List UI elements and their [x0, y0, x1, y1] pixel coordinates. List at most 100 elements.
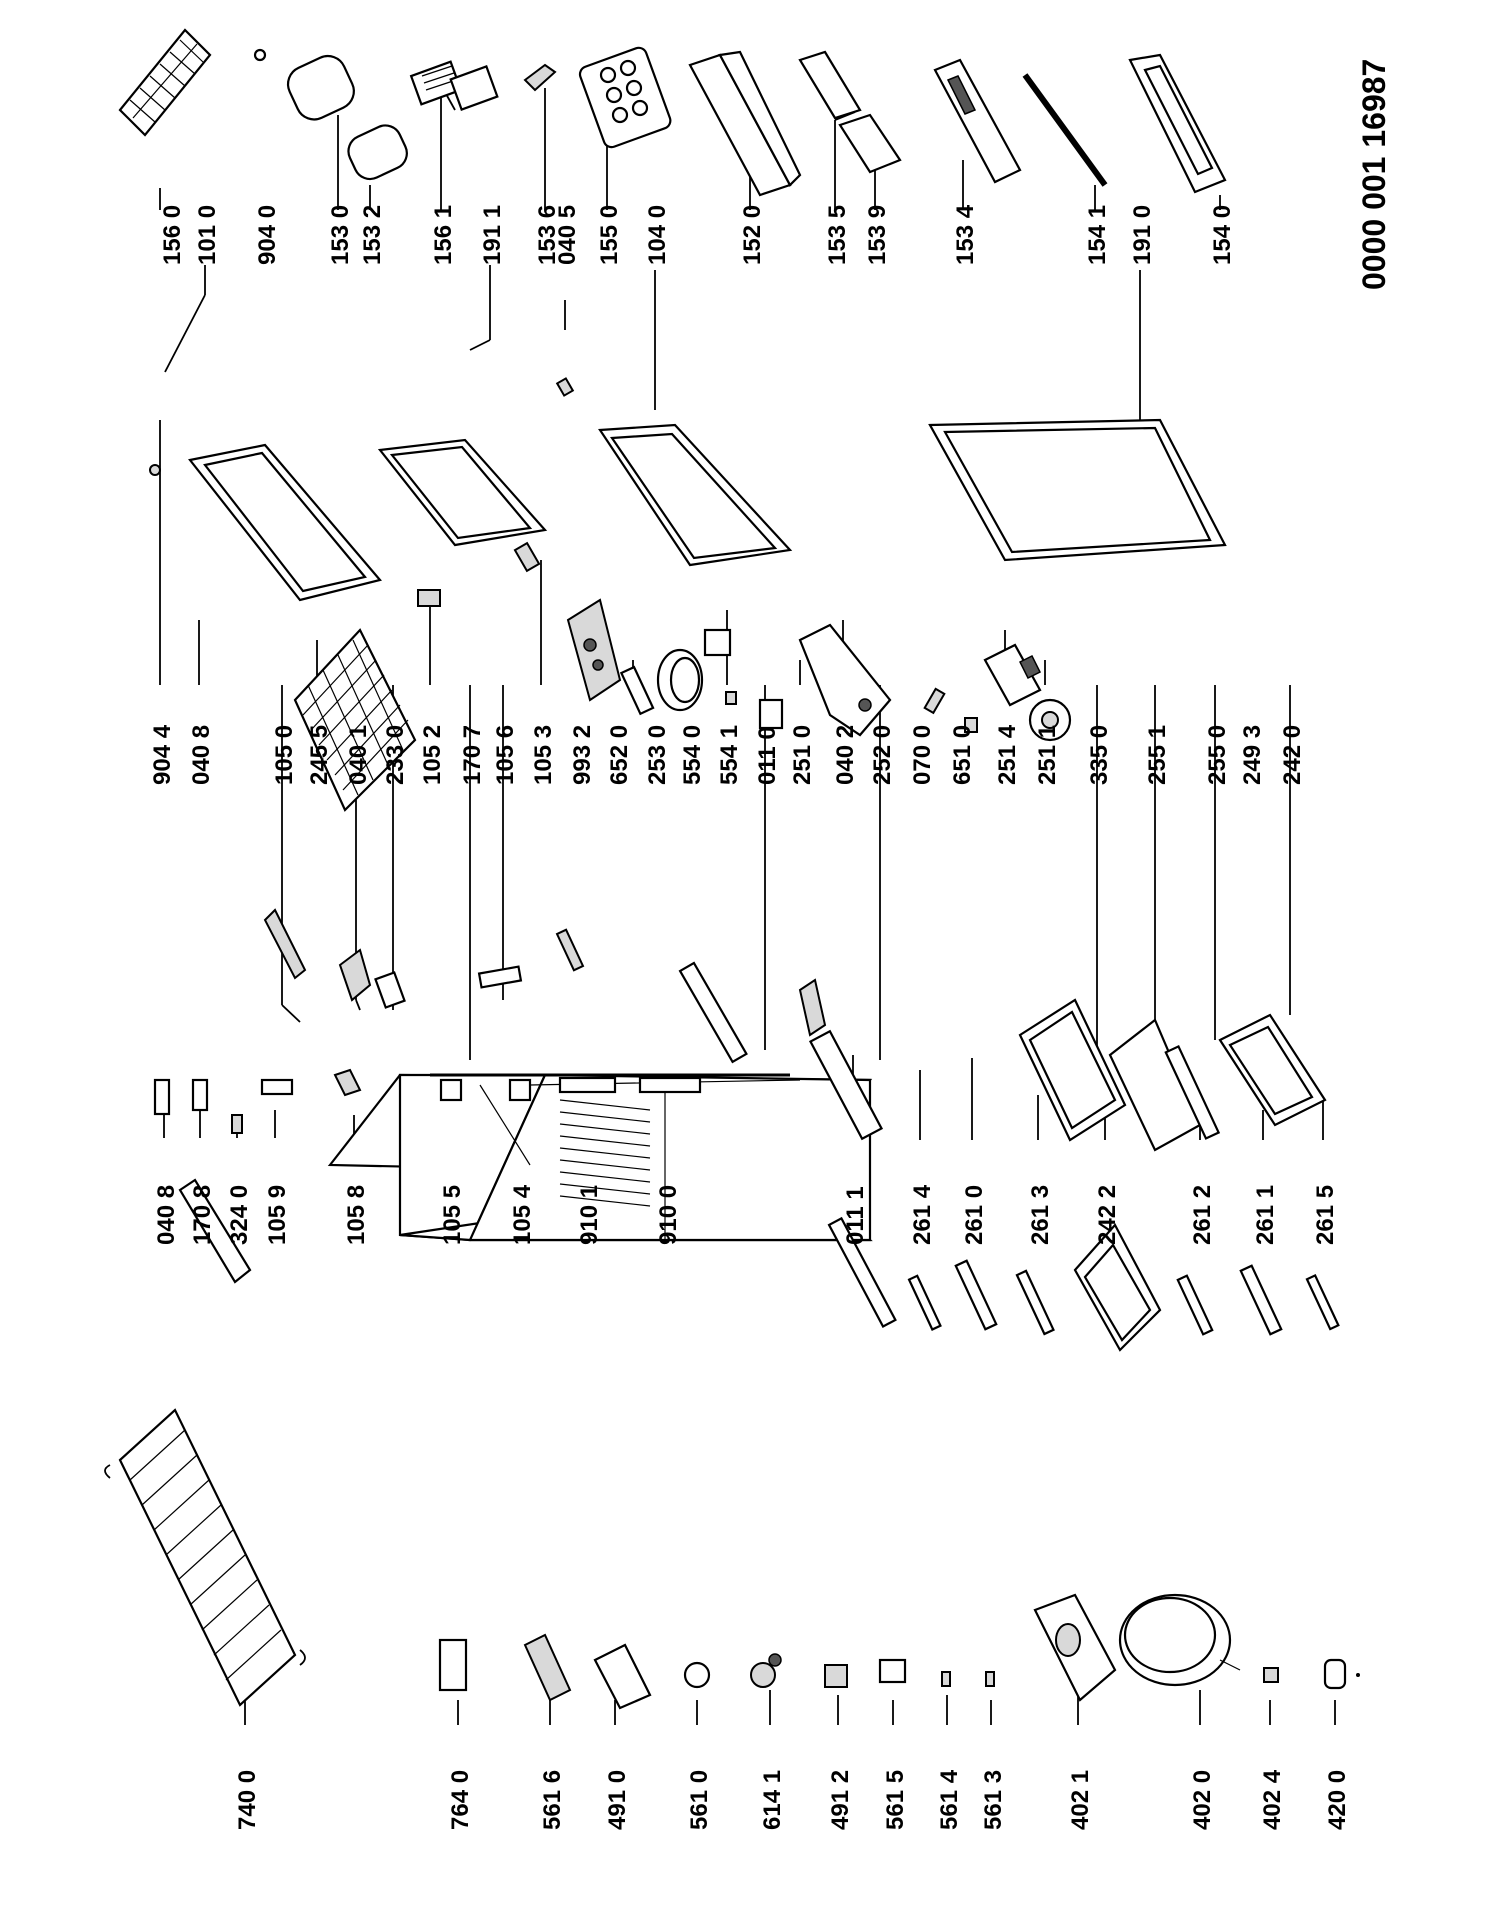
part-capacitor-5610: [683, 1661, 711, 1689]
part-hinge-1058: [333, 1068, 362, 1097]
part-strip-2493: [1164, 1044, 1221, 1140]
part-strip-9101: [558, 1076, 617, 1094]
part-tray-4021: [1033, 1593, 1117, 1702]
part-number-label: 261 2: [1189, 1185, 1216, 1245]
part-number-label: 040 2: [832, 725, 859, 785]
part-plug-9040: [253, 48, 267, 62]
part-thermostat-6520: [566, 598, 622, 702]
part-egg-tray-1550: [578, 46, 672, 149]
part-number-label: 245 5: [306, 725, 333, 785]
part-sensor-9932: [555, 928, 585, 972]
part-gasket-1911: [377, 438, 548, 547]
part-small-bins-1535-1539: [798, 50, 902, 174]
part-number-label: 152 0: [739, 205, 766, 265]
part-hinge-1050: [263, 908, 307, 980]
part-covers-1530-1532: [286, 54, 408, 181]
part-runner-2611: [1239, 1264, 1283, 1336]
part-pin-0405: [555, 377, 575, 397]
part-runner-2615: [1305, 1273, 1340, 1331]
part-shelf-2551: [1018, 998, 1127, 1142]
part-crisper-2420: [1218, 1013, 1327, 1127]
part-number-label: 904 4: [149, 724, 176, 785]
part-fan-grille-1561: [409, 60, 499, 111]
part-ice-tray-1560: [118, 28, 212, 137]
part-rail-0110: [678, 961, 748, 1064]
part-bracket-5541: [725, 691, 737, 705]
part-relay-2511: [983, 643, 1042, 707]
part-number-label: 156 0: [159, 205, 186, 265]
part-hinge-0401: [338, 948, 372, 1002]
part-number-label: 910 1: [576, 1185, 603, 1245]
part-number-label: 261 1: [1252, 1185, 1279, 1245]
part-rail-0700: [808, 1029, 884, 1141]
part-hinge-cover-0408: [153, 1078, 171, 1116]
part-number-label: 105 0: [271, 725, 298, 785]
part-cover-4910: [593, 1643, 652, 1710]
part-compressor-4020: [1118, 1593, 1241, 1687]
part-number-label: 561 0: [686, 1770, 713, 1830]
part-number-label: 191 1: [479, 205, 506, 265]
part-number-label: 324 0: [226, 1185, 253, 1245]
part-number-label: 155 0: [596, 205, 623, 265]
part-number-label: 561 5: [882, 1770, 909, 1830]
part-number-label: 253 0: [644, 725, 671, 785]
part-fan-6510: [923, 687, 946, 715]
part-door-bin-1540: [1128, 53, 1227, 194]
part-cover-4912: [824, 1664, 848, 1688]
part-number-label: 105 6: [492, 725, 519, 785]
part-number-label: 040 1: [345, 725, 372, 785]
part-number-label: 251 4: [994, 724, 1021, 785]
drawing-number: 0000 001 16987: [1356, 59, 1392, 290]
part-filter-7640: [438, 1638, 468, 1692]
part-relay-5616: [523, 1633, 572, 1702]
part-bracket-2330: [374, 971, 406, 1009]
part-gasket-1910: [928, 418, 1227, 562]
part-cap-1054: [508, 1078, 532, 1102]
part-shelf-2455: [293, 628, 417, 812]
part-door-1040: [598, 423, 793, 567]
part-number-label: 104 0: [644, 205, 671, 265]
part-lamp-holder-2530: [619, 665, 655, 716]
part-hinge-0402: [798, 978, 827, 1037]
part-clip-5615: [878, 1658, 907, 1684]
part-number-label: 652 0: [606, 725, 633, 785]
part-number-label: 105 8: [343, 1185, 370, 1245]
part-hinge-1059: [260, 1078, 294, 1096]
part-number-label: 251 1: [1034, 725, 1061, 785]
part-grommet-4024: [1263, 1667, 1279, 1683]
part-number-label: 402 4: [1259, 1769, 1286, 1830]
part-runner-2614: [907, 1274, 942, 1331]
part-housing-2520: [798, 623, 892, 737]
part-number-label: 910 0: [655, 1185, 682, 1245]
part-door-bin-1534: [933, 58, 1022, 184]
part-runner-2613: [1015, 1269, 1055, 1336]
part-number-label: 402 0: [1189, 1770, 1216, 1830]
part-number-label: 233 0: [382, 725, 409, 785]
part-number-label: 153 4: [952, 204, 979, 265]
part-freezer-door-1010: [188, 443, 382, 602]
part-number-label: 491 2: [827, 1770, 854, 1830]
part-valve-4200: [1323, 1658, 1347, 1690]
part-number-label: 040 5: [554, 205, 581, 265]
part-cabinet: [327, 1073, 873, 1242]
part-number-label: 070 0: [909, 725, 936, 785]
part-number-label: 105 5: [439, 1185, 466, 1245]
part-condenser-7400: [104, 1408, 306, 1707]
part-number-label: 993 2: [569, 725, 596, 785]
part-number-label: 554 0: [679, 725, 706, 785]
part-motor-3350: [1028, 698, 1072, 742]
part-number-label: 255 1: [1144, 725, 1171, 785]
part-number-label: 561 6: [539, 1770, 566, 1830]
part-number-label: 153 2: [359, 205, 386, 265]
part-starter-6141: [750, 1653, 782, 1688]
part-number-label: 261 3: [1027, 1185, 1054, 1245]
part-number-label: 402 1: [1067, 1770, 1094, 1830]
part-number-label: 105 9: [264, 1185, 291, 1245]
part-number-label: 105 4: [509, 1184, 536, 1245]
part-number-label: 170 7: [459, 725, 486, 785]
part-runner-2612: [1176, 1274, 1214, 1336]
